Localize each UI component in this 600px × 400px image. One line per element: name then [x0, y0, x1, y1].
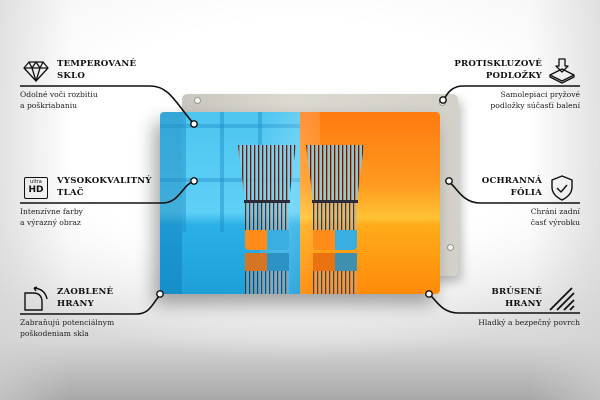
feature-desc-line1: Hladký a bezpečný povrch — [478, 318, 580, 327]
screw-bottom-right — [447, 244, 454, 251]
feature-title-line1: OCHRANNÁ — [481, 176, 542, 186]
feature-title-line2: TLAČ — [57, 188, 84, 198]
feature-desc-line2: a poškriabaniu — [20, 100, 78, 110]
feature-desc-line2: podložky súčasťí balení — [490, 100, 580, 110]
glass-body-lower — [245, 200, 289, 230]
feature-title-line2: HRANY — [57, 299, 94, 309]
feature-ground-edges: BRÚSENÉ HRANY Hladký a bezpečný povrch — [400, 286, 580, 346]
shield-check-icon — [551, 175, 573, 201]
feature-desc-line2: poškodeniam skla — [20, 328, 89, 338]
feature-title: TEMPEROVANÉ SKLO — [57, 58, 136, 82]
feature-high-quality-print: ultra HD VYSOKOKVALITNÝ TLAČ Intenzívne … — [20, 175, 190, 235]
feature-title: OCHRANNÁ FÓLIA — [482, 175, 542, 199]
glass-body — [238, 145, 296, 200]
feature-title-line2: FÓLIA — [510, 188, 542, 198]
window-frame-horizontal — [160, 178, 320, 182]
ultra-label: ultra — [30, 179, 42, 185]
feature-description: Zabraňujú potenciálnym poškodeniam skla — [20, 318, 180, 339]
diamond-icon — [23, 61, 49, 82]
ground-edge-icon — [549, 287, 575, 311]
feature-desc-line1: Intenzívne farby — [20, 207, 83, 216]
window-frame-horizontal — [160, 124, 320, 128]
feature-description: Samolepiaci pryžové podložky súčasťí bal… — [410, 90, 580, 111]
feature-protective-film: OCHRANNÁ FÓLIA Chráni zadní časť výrobku — [400, 175, 580, 235]
feature-desc-line2: časť výrobku — [530, 217, 580, 227]
glass-body — [306, 145, 364, 200]
hd-label: HD — [28, 185, 44, 195]
feature-title-line2: SKLO — [57, 71, 86, 81]
feature-desc-line1: Samolepiaci pryžové — [500, 90, 580, 99]
screw-top-left — [194, 97, 201, 104]
feature-description: Chráni zadní časť výrobku — [410, 207, 580, 228]
feature-title-line1: BRÚSENÉ — [491, 287, 542, 297]
feature-rounded-edges: ZAOBLENÉ HRANY Zabraňujú potenciálnym po… — [20, 286, 190, 346]
feature-title-line1: ZAOBLENÉ — [57, 287, 114, 297]
feature-title: VYSOKOKVALITNÝ TLAČ — [57, 175, 152, 199]
glass-liquid — [313, 230, 357, 250]
anti-slip-pad-icon — [549, 58, 575, 84]
feature-title: PROTISKLUZOVÉ PODLOŽKY — [454, 58, 542, 82]
feature-desc-line1: Odolné voči rozbitiu — [20, 90, 98, 99]
glass-liquid — [245, 230, 289, 250]
glass-reflection — [245, 271, 289, 294]
feature-title: ZAOBLENÉ HRANY — [57, 286, 113, 310]
glass-liquid-reflection — [245, 253, 289, 271]
feature-title-line1: TEMPEROVANÉ — [57, 59, 137, 69]
feature-desc-line1: Chráni zadní — [530, 207, 580, 216]
glass-print-panel — [160, 112, 440, 294]
feature-title-line2: HRANY — [505, 299, 542, 309]
glass-waterline — [312, 200, 358, 203]
feature-title: BRÚSENÉ HRANY — [492, 286, 542, 310]
window-frame-vertical — [182, 112, 186, 232]
feature-title-line1: VYSOKOKVALITNÝ — [57, 176, 152, 186]
feature-tempered-glass: TEMPEROVANÉ SKLO Odolné voči rozbitiu a … — [20, 58, 190, 118]
window-frame-vertical — [220, 112, 224, 232]
glass-reflection — [313, 271, 357, 294]
feature-title-line1: PROTISKLUZOVÉ — [454, 59, 542, 69]
glass-body-lower — [313, 200, 357, 230]
feature-description: Hladký a bezpečný povrch — [410, 318, 580, 329]
glass-liquid-reflection — [313, 253, 357, 271]
ultra-hd-icon: ultra HD — [22, 175, 50, 201]
drinking-glass-left — [238, 145, 296, 294]
feature-anti-slip-pads: PROTISKLUZOVÉ PODLOŽKY Samolepiaci pryžo… — [400, 58, 580, 118]
feature-description: Odolné voči rozbitiu a poškriabaniu — [20, 90, 180, 111]
feature-description: Intenzívne farby a výrazný obraz — [20, 207, 180, 228]
drinking-glass-right — [306, 145, 364, 294]
glass-waterline — [244, 200, 290, 203]
rounded-corner-icon — [24, 286, 48, 311]
feature-title-line2: PODLOŽKY — [485, 71, 542, 81]
feature-desc-line1: Zabraňujú potenciálnym — [20, 318, 115, 327]
feature-desc-line2: a výrazný obraz — [20, 217, 81, 227]
ultra-hd-badge: ultra HD — [24, 177, 48, 199]
